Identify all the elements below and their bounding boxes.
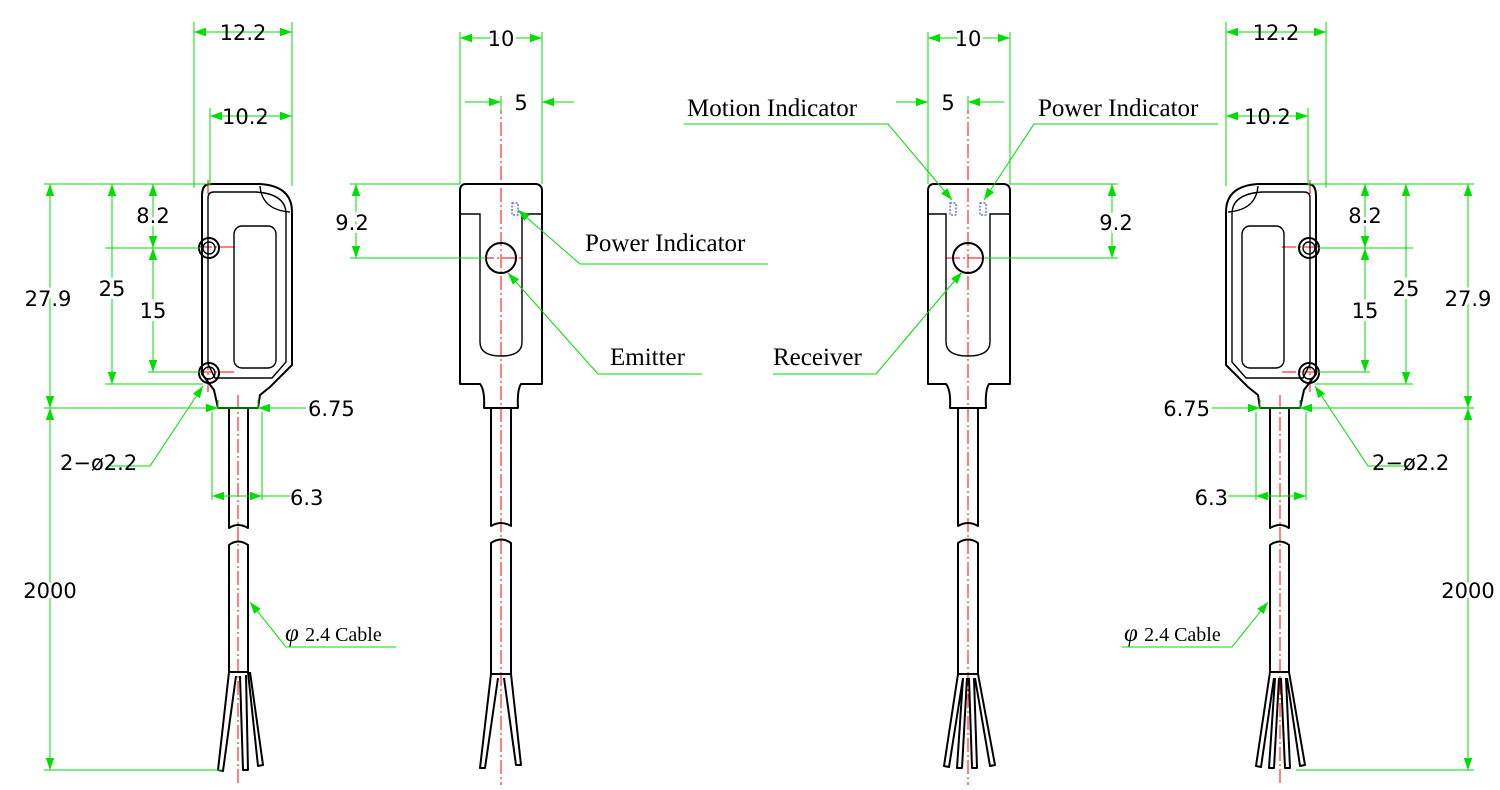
cable [1255,408,1306,769]
dim-width-outer: 12.2 [1253,21,1300,45]
receiver-front-view: 10 5 9.2 Motion Indicator Power Indicato… [684,24,1218,785]
power-indicator-led [511,202,519,216]
cable-label: φ 2.4 Cable [285,620,382,647]
dim-width: 10 [488,27,515,51]
dim-half-width: 5 [941,91,954,115]
dim-width-inner: 10.2 [1244,105,1291,129]
dimensions [350,32,768,375]
dim-height-total: 27.9 [1445,287,1492,311]
dim-cable-width: 6.3 [290,486,323,510]
dim-width-inner: 10.2 [222,105,269,129]
dim-lens-height: 9.2 [1099,211,1132,235]
dim-mounting-holes: 2−ø2.2 [60,451,137,475]
power-indicator-label: Power Indicator [1038,95,1199,122]
dim-cable-length: 2000 [23,579,76,603]
receiver-housing [927,183,1011,409]
dimensions [44,22,396,771]
power-indicator-label: Power Indicator [585,230,746,257]
dim-top-to-hole: 8.2 [136,204,169,228]
cable [479,408,522,769]
dim-neck: 6.75 [1163,397,1210,421]
emitter-housing [459,183,543,409]
emitter-front-view: 10 5 9.2 Power Indicator Emitter [332,24,768,785]
left-side-view: 12.2 10.2 27.9 25 8.2 15 6.75 6.3 2−ø2.2… [20,21,396,785]
right-side-view: 12.2 10.2 27.9 25 8.2 15 6.75 6.3 2−ø2.2… [1122,21,1498,785]
dimensions [684,32,1218,375]
dim-cable-length: 2000 [1441,579,1494,603]
cable-label: φ 2.4 Cable [1124,620,1221,647]
dim-height-total: 27.9 [25,287,72,311]
dim-cable-width: 6.3 [1195,486,1228,510]
dim-width: 10 [955,27,982,51]
dim-hole-pitch: 15 [1352,299,1379,323]
dim-half-width: 5 [514,91,527,115]
dim-width-outer: 12.2 [220,21,267,45]
dimensions [1122,22,1474,771]
sensor-housing [198,183,293,409]
cable [943,408,996,769]
power-indicator-led [979,202,987,216]
dim-hole-span-total: 25 [1393,277,1420,301]
emitter-label: Emitter [610,344,686,371]
dim-hole-span-total: 25 [99,277,126,301]
motion-indicator-led [949,202,957,216]
dim-hole-pitch: 15 [140,299,167,323]
dim-neck: 6.75 [308,397,355,421]
motion-indicator-label: Motion Indicator [687,95,858,122]
receiver-label: Receiver [773,344,863,371]
dim-lens-height: 9.2 [335,211,368,235]
sensor-housing [1225,183,1320,409]
cable [217,408,264,772]
dim-mounting-holes: 2−ø2.2 [1372,451,1449,475]
dim-top-to-hole: 8.2 [1348,204,1381,228]
